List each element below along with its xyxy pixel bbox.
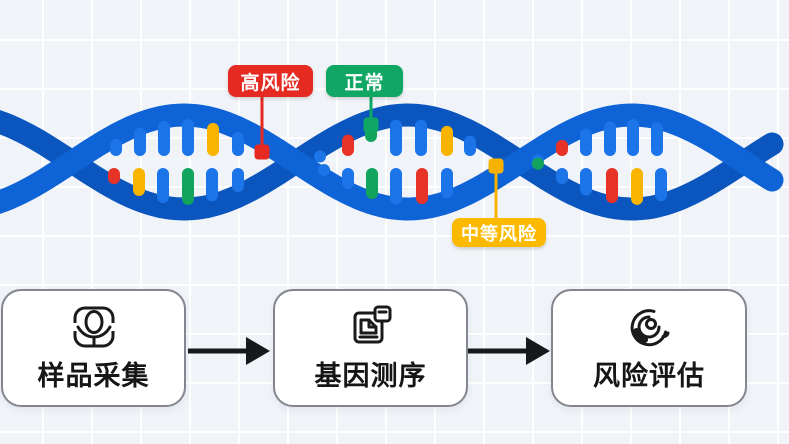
step-risk-assessment: 风险评估: [551, 289, 747, 407]
dna-rung-green: [366, 168, 378, 200]
dna-rung-yellow: [441, 125, 453, 156]
dna-rung-red: [416, 168, 428, 205]
dna-rung-blue: [318, 163, 330, 176]
dna-rung-red: [606, 168, 618, 204]
dna-rung-blue: [441, 168, 453, 199]
dna-rung-blue: [651, 121, 663, 156]
dna-rung-yellow: [207, 122, 219, 156]
dna-rung-blue: [158, 120, 170, 156]
dna-rung-blue: [556, 168, 568, 185]
badge-high-risk: 高风险: [228, 65, 313, 97]
dna-rung-blue: [314, 150, 326, 163]
dna-rung-blue: [206, 168, 218, 202]
dna-marker-high_risk: [254, 144, 270, 160]
arrow-right-icon: [188, 337, 270, 365]
dna-rung-blue: [390, 168, 402, 205]
dna-rung-blue: [604, 121, 616, 156]
dna-rung-green: [182, 168, 194, 205]
dna-rung-red: [556, 139, 568, 156]
badge-medium-risk: 中等风险: [452, 218, 546, 247]
risk-gauge-radar-icon: [630, 309, 670, 347]
sample-swab-scan-icon: [71, 306, 116, 348]
dna-rung-red: [108, 168, 120, 185]
dna-strand-front: [0, 103, 784, 221]
dna-marker-normal: [363, 117, 379, 133]
dna-rung-green: [532, 157, 544, 170]
dna-rung-blue: [232, 168, 244, 193]
dna-marker-medium_risk: [488, 158, 504, 174]
step-gene-sequencing: 基因测序: [273, 289, 468, 407]
dna-rung-blue: [134, 127, 146, 156]
dna-rung-blue: [110, 138, 122, 156]
dna-rung-yellow: [133, 168, 145, 196]
dna-rung-blue: [415, 119, 427, 156]
dna-rung-yellow: [631, 168, 643, 205]
dna-rung-red: [342, 134, 354, 156]
arrow-right-icon: [468, 337, 550, 365]
dna-rung-blue: [627, 119, 639, 156]
dna-rung-blue: [390, 119, 402, 156]
dna-rung-blue: [580, 128, 592, 156]
step-label-sample-collection: 样品采集: [37, 361, 150, 391]
badge-normal: 正常: [326, 65, 403, 97]
dna-rung-blue: [157, 168, 169, 203]
dna-rung-blue: [580, 168, 592, 196]
dna-rung-blue: [342, 168, 354, 190]
step-sample-collection: 样品采集: [1, 289, 186, 407]
step-label-gene-sequencing: 基因测序: [314, 361, 427, 391]
step-label-risk-assessment: 风险评估: [593, 361, 705, 391]
gene-sequencing-documents-icon: [353, 305, 391, 344]
dna-rung-blue: [464, 135, 476, 156]
dna-rung-blue: [655, 168, 667, 202]
dna-rung-blue: [182, 119, 194, 156]
dna-rung-blue: [232, 131, 244, 156]
